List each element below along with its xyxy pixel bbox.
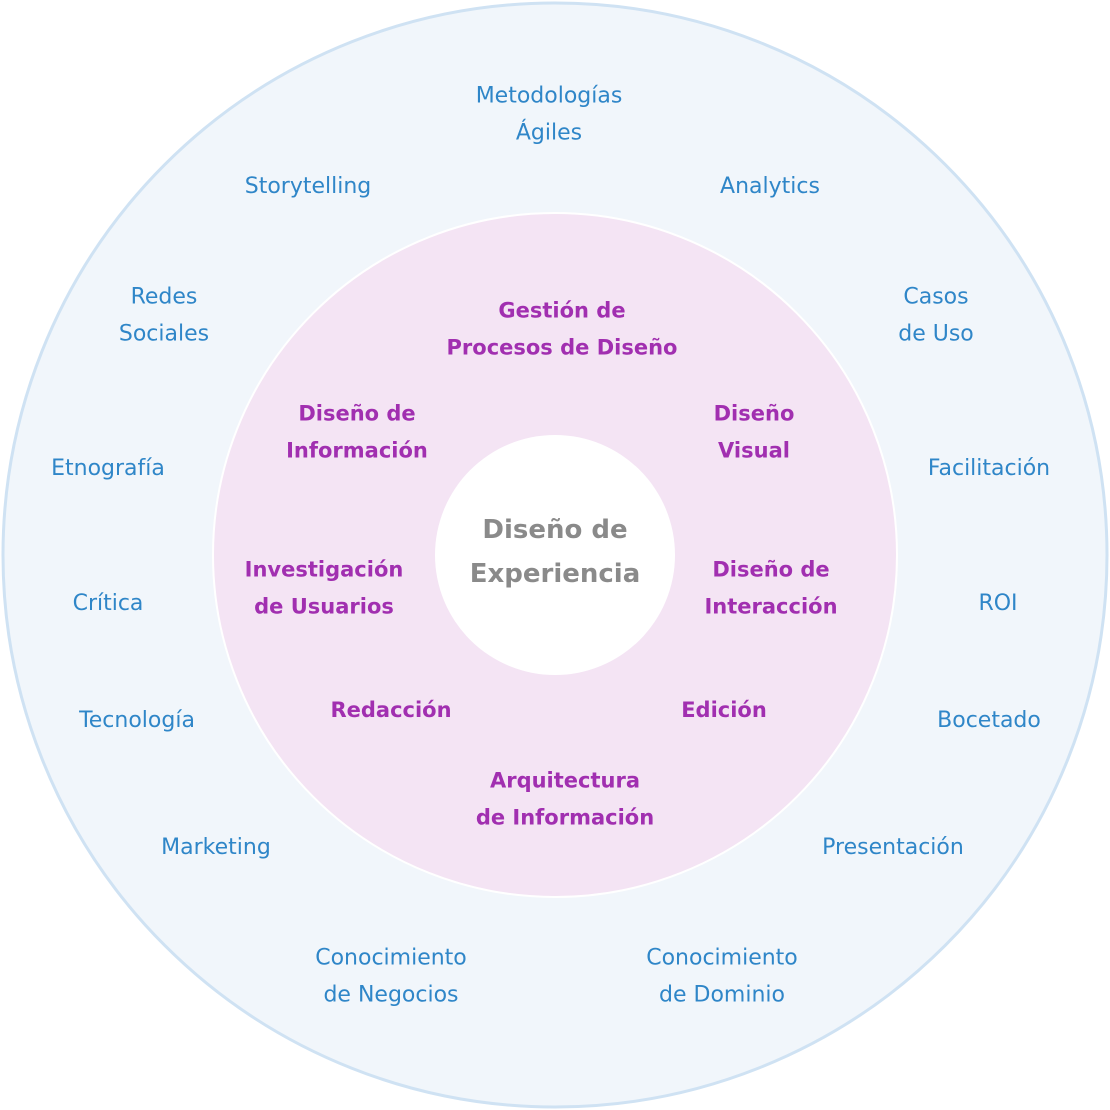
label-analytics-line-1: Analytics: [720, 174, 820, 199]
label-investigacion-usuarios-line-2: de Usuarios: [254, 595, 394, 619]
label-diseno-informacion-line-1: Diseño de: [298, 402, 415, 426]
label-edicion: Edición: [681, 698, 767, 722]
label-center-line-1: Diseño de: [482, 515, 627, 545]
label-presentacion-line-1: Presentación: [822, 835, 964, 860]
label-arquitectura-informacion-line-2: de Información: [476, 806, 654, 830]
inner-circle: [435, 435, 675, 675]
label-diseno-informacion: Diseño de Información: [286, 402, 428, 463]
label-casos-de-uso-line-1: Casos: [903, 284, 968, 309]
label-roi: ROI: [978, 591, 1017, 616]
label-arquitectura-informacion: Arquitectura de Información: [476, 769, 654, 830]
label-center-line-2: Experiencia: [470, 559, 641, 589]
label-redaccion-line-1: Redacción: [330, 698, 451, 722]
label-diseno-interaccion: Diseño de Interacción: [704, 558, 837, 619]
label-casos-de-uso-line-2: de Uso: [898, 321, 974, 346]
label-analytics: Analytics: [720, 174, 820, 199]
label-marketing: Marketing: [161, 835, 271, 860]
label-conocimiento-negocios-line-1: Conocimiento: [315, 945, 467, 970]
label-storytelling-line-1: Storytelling: [245, 174, 372, 199]
label-diseno-informacion-line-2: Información: [286, 439, 428, 463]
label-presentacion: Presentación: [822, 835, 964, 860]
label-gestion-procesos-line-1: Gestión de: [498, 299, 625, 323]
label-casos-de-uso: Casos de Uso: [898, 284, 974, 346]
label-gestion-procesos-line-2: Procesos de Diseño: [447, 336, 678, 360]
label-bocetado: Bocetado: [937, 708, 1041, 733]
label-center: Diseño de Experiencia: [470, 515, 641, 589]
label-roi-line-1: ROI: [978, 591, 1017, 616]
label-diseno-visual-line-2: Visual: [718, 439, 790, 463]
label-arquitectura-informacion-line-1: Arquitectura: [490, 769, 640, 793]
label-critica-line-1: Crítica: [73, 591, 144, 616]
label-conocimiento-negocios: Conocimiento de Negocios: [315, 945, 467, 1007]
label-facilitacion: Facilitación: [928, 456, 1050, 481]
label-investigacion-usuarios: Investigación de Usuarios: [245, 558, 404, 619]
label-conocimiento-negocios-line-2: de Negocios: [323, 982, 458, 1007]
label-diseno-visual-line-1: Diseño: [714, 402, 795, 426]
label-diseno-interaccion-line-2: Interacción: [704, 595, 837, 619]
label-tecnologia: Tecnología: [78, 708, 195, 733]
label-metodologias-agiles-line-2: Ágiles: [516, 119, 582, 145]
label-critica: Crítica: [73, 591, 144, 616]
label-marketing-line-1: Marketing: [161, 835, 271, 860]
label-conocimiento-dominio: Conocimiento de Dominio: [646, 945, 798, 1007]
label-diseno-interaccion-line-1: Diseño de: [712, 558, 829, 582]
label-redes-sociales-line-1: Redes: [131, 284, 198, 309]
label-etnografia: Etnografía: [51, 456, 165, 481]
label-redes-sociales-line-2: Sociales: [119, 321, 209, 346]
label-bocetado-line-1: Bocetado: [937, 708, 1041, 733]
label-gestion-procesos: Gestión de Procesos de Diseño: [447, 299, 678, 360]
label-investigacion-usuarios-line-1: Investigación: [245, 558, 404, 582]
label-storytelling: Storytelling: [245, 174, 372, 199]
label-conocimiento-dominio-line-2: de Dominio: [659, 982, 785, 1007]
label-facilitacion-line-1: Facilitación: [928, 456, 1050, 481]
label-etnografia-line-1: Etnografía: [51, 456, 165, 481]
label-tecnologia-line-1: Tecnología: [78, 708, 195, 733]
label-conocimiento-dominio-line-1: Conocimiento: [646, 945, 798, 970]
label-redaccion: Redacción: [330, 698, 451, 722]
label-metodologias-agiles-line-1: Metodologías: [476, 83, 623, 108]
label-edicion-line-1: Edición: [681, 698, 767, 722]
